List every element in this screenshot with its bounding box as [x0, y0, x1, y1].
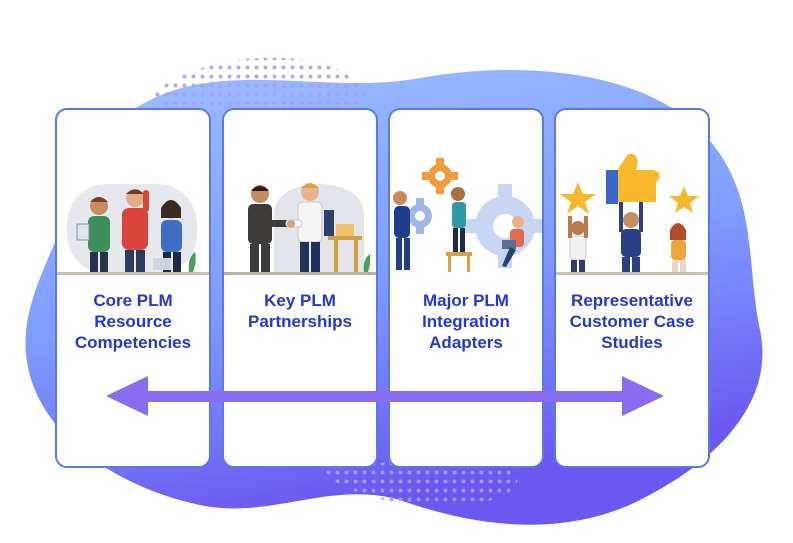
- card-core-plm-resource-competencies: Core PLM Resource Competencies: [55, 108, 211, 468]
- dot-pattern-top: [150, 57, 366, 112]
- card-title: Core PLM Resource Competencies: [74, 291, 192, 352]
- card-title: Major PLM Integration Adapters: [422, 291, 510, 352]
- team-illustration: [57, 184, 209, 275]
- card-major-plm-integration-adapters: Major PLM Integration Adapters: [388, 108, 544, 468]
- card-representative-customer-case-studies: Representative Customer Case Studies: [554, 108, 710, 468]
- dot-pattern-bottom: [320, 460, 518, 507]
- card-title: Representative Customer Case Studies: [569, 291, 695, 352]
- stars-thumbs-up-illustration: [556, 154, 708, 275]
- handshake-illustration: [224, 183, 376, 275]
- card-key-plm-partnerships: Key PLM Partnerships: [222, 108, 378, 468]
- card-title: Key PLM Partnerships: [248, 291, 352, 331]
- gears-illustration: [393, 158, 542, 272]
